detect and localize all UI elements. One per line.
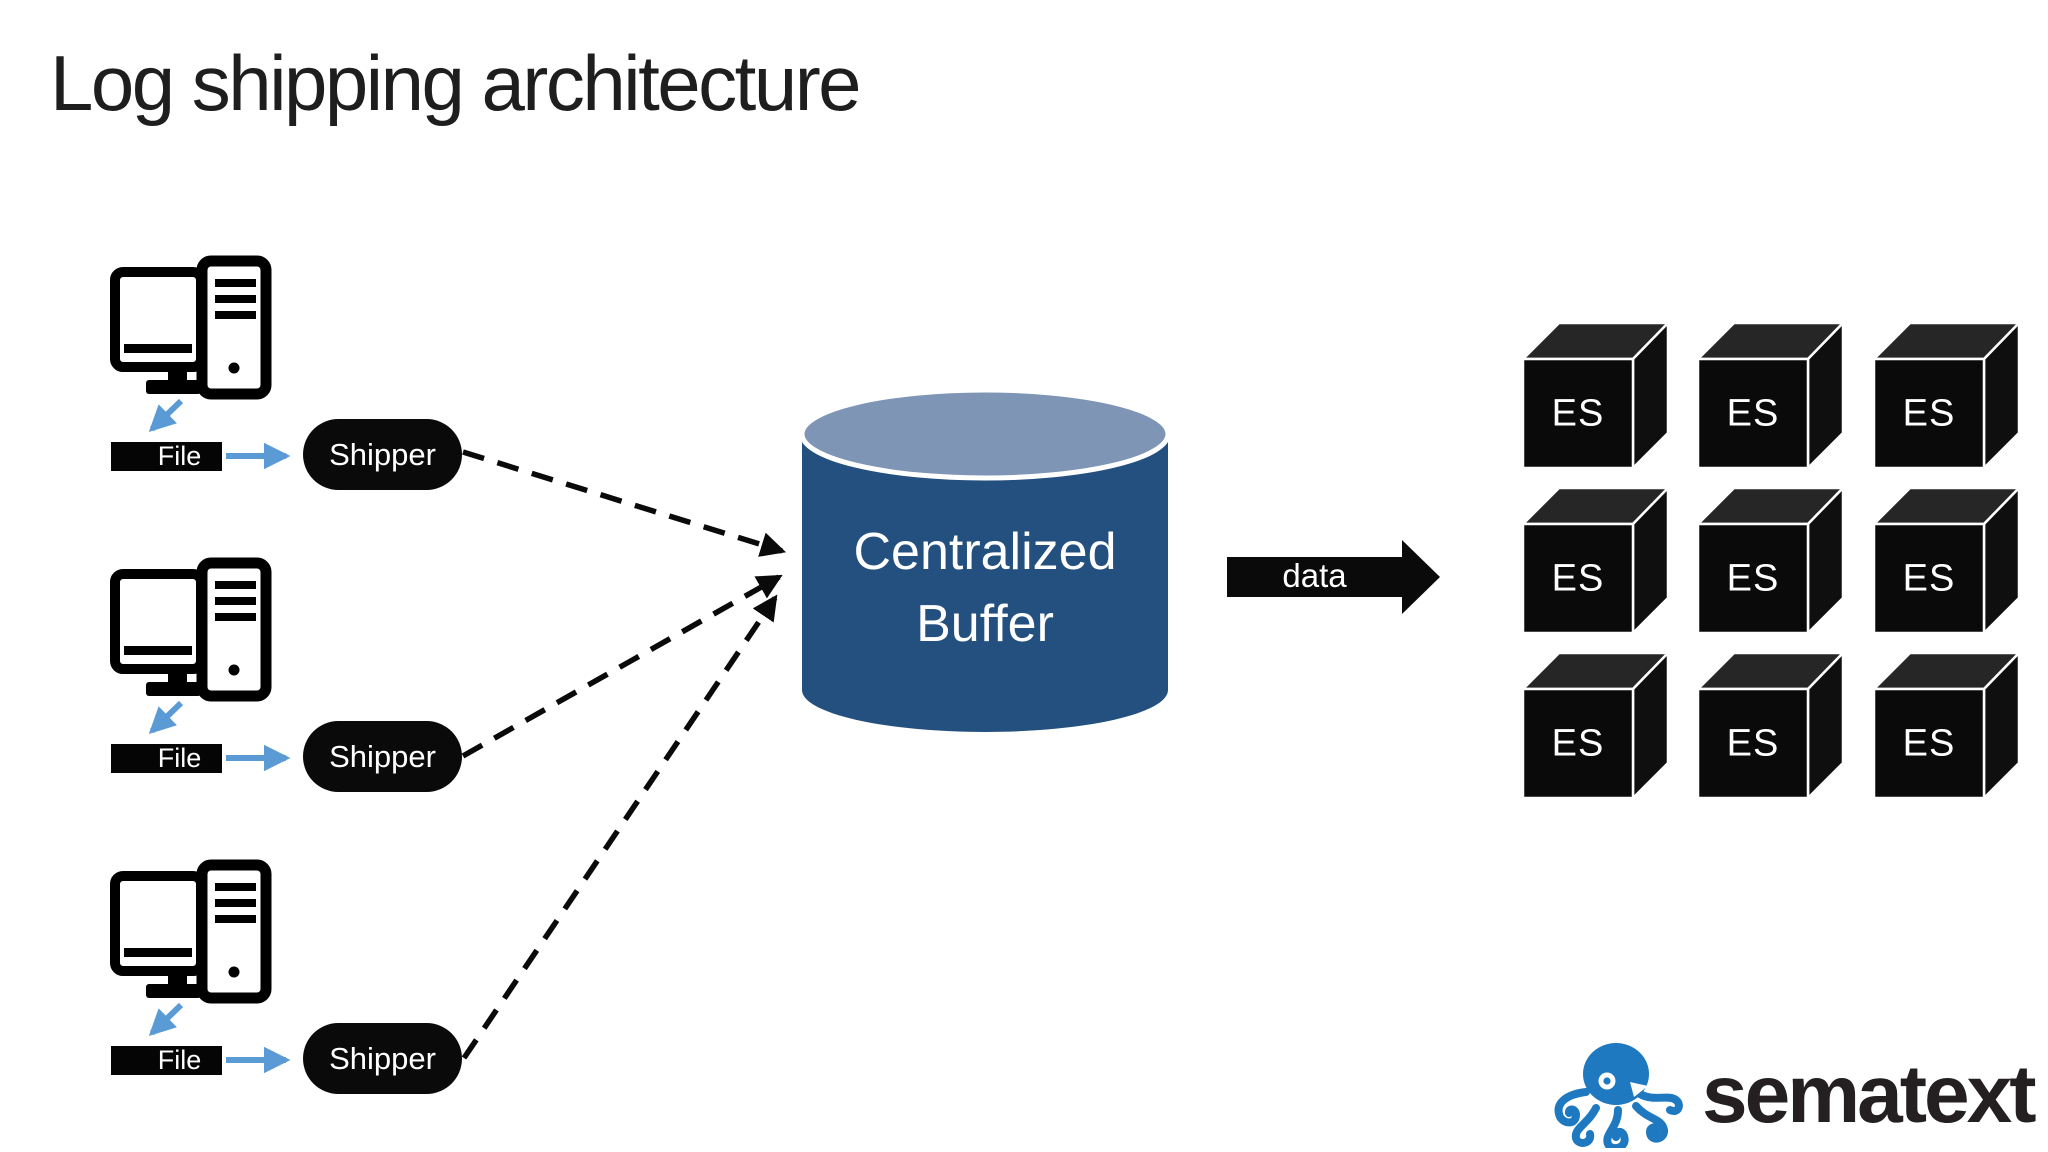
buffer-label-line2: Buffer bbox=[916, 595, 1054, 653]
cube-icon bbox=[1522, 652, 1669, 799]
arrow-computer-to-file-2 bbox=[148, 700, 184, 735]
data-flow-arrow: data bbox=[1227, 540, 1440, 614]
dashed-arrow-shipper3-to-buffer bbox=[461, 594, 778, 1060]
sematext-wordmark: sematext bbox=[1702, 1049, 2037, 1140]
desktop-computer-icon bbox=[110, 557, 272, 702]
cube-icon bbox=[1697, 322, 1844, 469]
file-box-2: File bbox=[111, 743, 222, 773]
centralized-buffer-label: Centralized Buffer bbox=[800, 516, 1170, 660]
cube-icon bbox=[1873, 652, 2020, 799]
es-node: ES bbox=[1873, 487, 2020, 634]
database-cylinder-icon bbox=[800, 388, 1170, 732]
arrow-computer-to-file-1 bbox=[148, 398, 184, 433]
file-label: File bbox=[157, 1045, 202, 1075]
shipper-node-3: Shipper bbox=[303, 1023, 462, 1094]
file-box-1: File bbox=[111, 441, 222, 471]
cube-icon bbox=[1873, 487, 2020, 634]
shipper-node-2: Shipper bbox=[303, 721, 462, 792]
cube-icon bbox=[1697, 487, 1844, 634]
es-node: ES bbox=[1697, 652, 1844, 799]
right-block-arrow-icon bbox=[1227, 540, 1440, 614]
es-node-label: ES bbox=[1551, 392, 1605, 435]
es-node: ES bbox=[1697, 487, 1844, 634]
desktop-computer-icon bbox=[110, 255, 272, 400]
es-node: ES bbox=[1697, 322, 1844, 469]
dashed-arrow-shipper2-to-buffer bbox=[461, 574, 783, 759]
es-node: ES bbox=[1522, 652, 1669, 799]
es-node: ES bbox=[1873, 652, 2020, 799]
es-node-label: ES bbox=[1902, 392, 1956, 435]
es-node: ES bbox=[1522, 322, 1669, 469]
file-label: File bbox=[157, 743, 202, 773]
cube-icon bbox=[1873, 322, 2020, 469]
es-node-label: ES bbox=[1902, 557, 1956, 600]
shipper-label: Shipper bbox=[329, 436, 436, 472]
shipper-label: Shipper bbox=[329, 1040, 436, 1076]
file-label: File bbox=[157, 441, 202, 471]
buffer-label-line1: Centralized bbox=[853, 523, 1117, 581]
es-node-label: ES bbox=[1902, 722, 1956, 765]
es-node-label: ES bbox=[1726, 722, 1780, 765]
dashed-arrow-shipper1-to-buffer bbox=[462, 449, 787, 557]
cube-icon bbox=[1522, 322, 1669, 469]
es-node-label: ES bbox=[1726, 392, 1780, 435]
arrow-computer-to-file-3 bbox=[148, 1002, 184, 1037]
es-node: ES bbox=[1873, 322, 2020, 469]
shipper-node-1: Shipper bbox=[303, 419, 462, 490]
octopus-icon bbox=[1554, 1043, 1683, 1148]
desktop-computer-icon bbox=[110, 859, 272, 1004]
cube-icon bbox=[1522, 487, 1669, 634]
es-node-label: ES bbox=[1551, 722, 1605, 765]
shipper-label: Shipper bbox=[329, 738, 436, 774]
es-node-label: ES bbox=[1726, 557, 1780, 600]
file-box-3: File bbox=[111, 1045, 222, 1075]
page-title: Log shipping architecture bbox=[50, 39, 862, 127]
data-arrow-label: data bbox=[1282, 557, 1347, 595]
cube-icon bbox=[1697, 652, 1844, 799]
es-node-label: ES bbox=[1551, 557, 1605, 600]
es-node: ES bbox=[1522, 487, 1669, 634]
